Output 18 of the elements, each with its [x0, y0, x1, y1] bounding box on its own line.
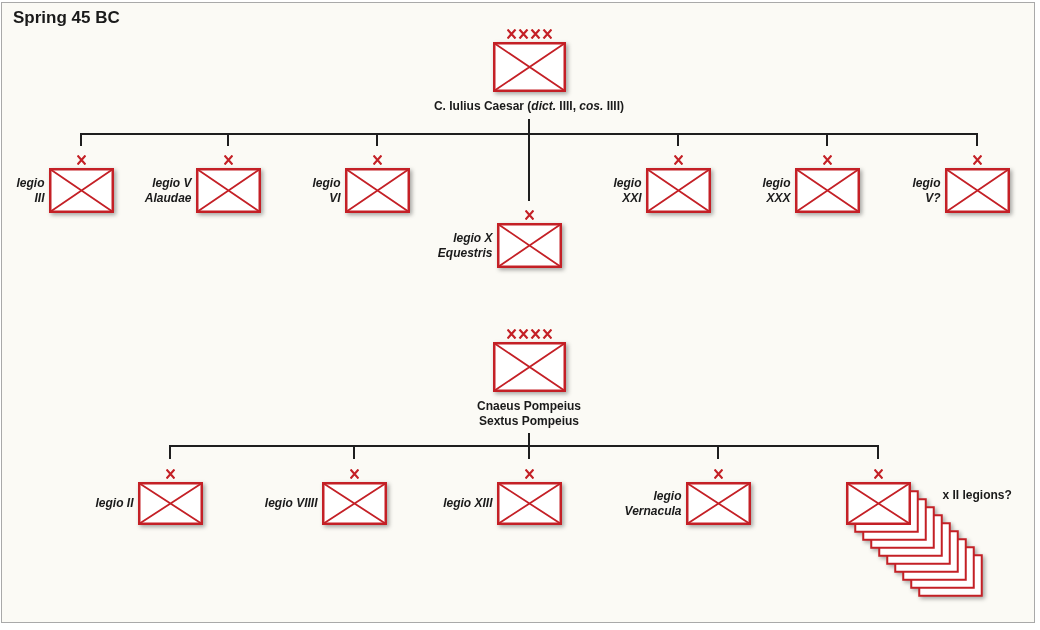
legion-label: legio V Alaudae [143, 175, 192, 206]
legion-label: legio XXX [761, 175, 791, 206]
legion-label: legio III [15, 175, 45, 206]
connector-line [528, 432, 879, 460]
legion-label: legio XXI [612, 175, 642, 206]
commander-name: Sextus Pompeius [479, 414, 579, 429]
legion-label: legio V? [911, 175, 941, 206]
legion-label: legio XIII [443, 496, 493, 511]
commander-name: Cnaeus Pompeius [477, 399, 581, 414]
legion-label: legio Vernacula [623, 488, 682, 519]
commander-name: C. Iulius Caesar (dict. IIII, cos. IIII) [433, 99, 625, 114]
legion-label: legio VI [311, 175, 341, 206]
legion-count-label: x II legions? [942, 488, 1012, 503]
diagram-title: Spring 45 BC [13, 8, 120, 28]
legion-label: legio II [95, 496, 134, 511]
legion-label: legio VIIII [264, 496, 318, 511]
legion-label: legio X Equestris [436, 230, 493, 261]
connector-line [528, 118, 978, 147]
